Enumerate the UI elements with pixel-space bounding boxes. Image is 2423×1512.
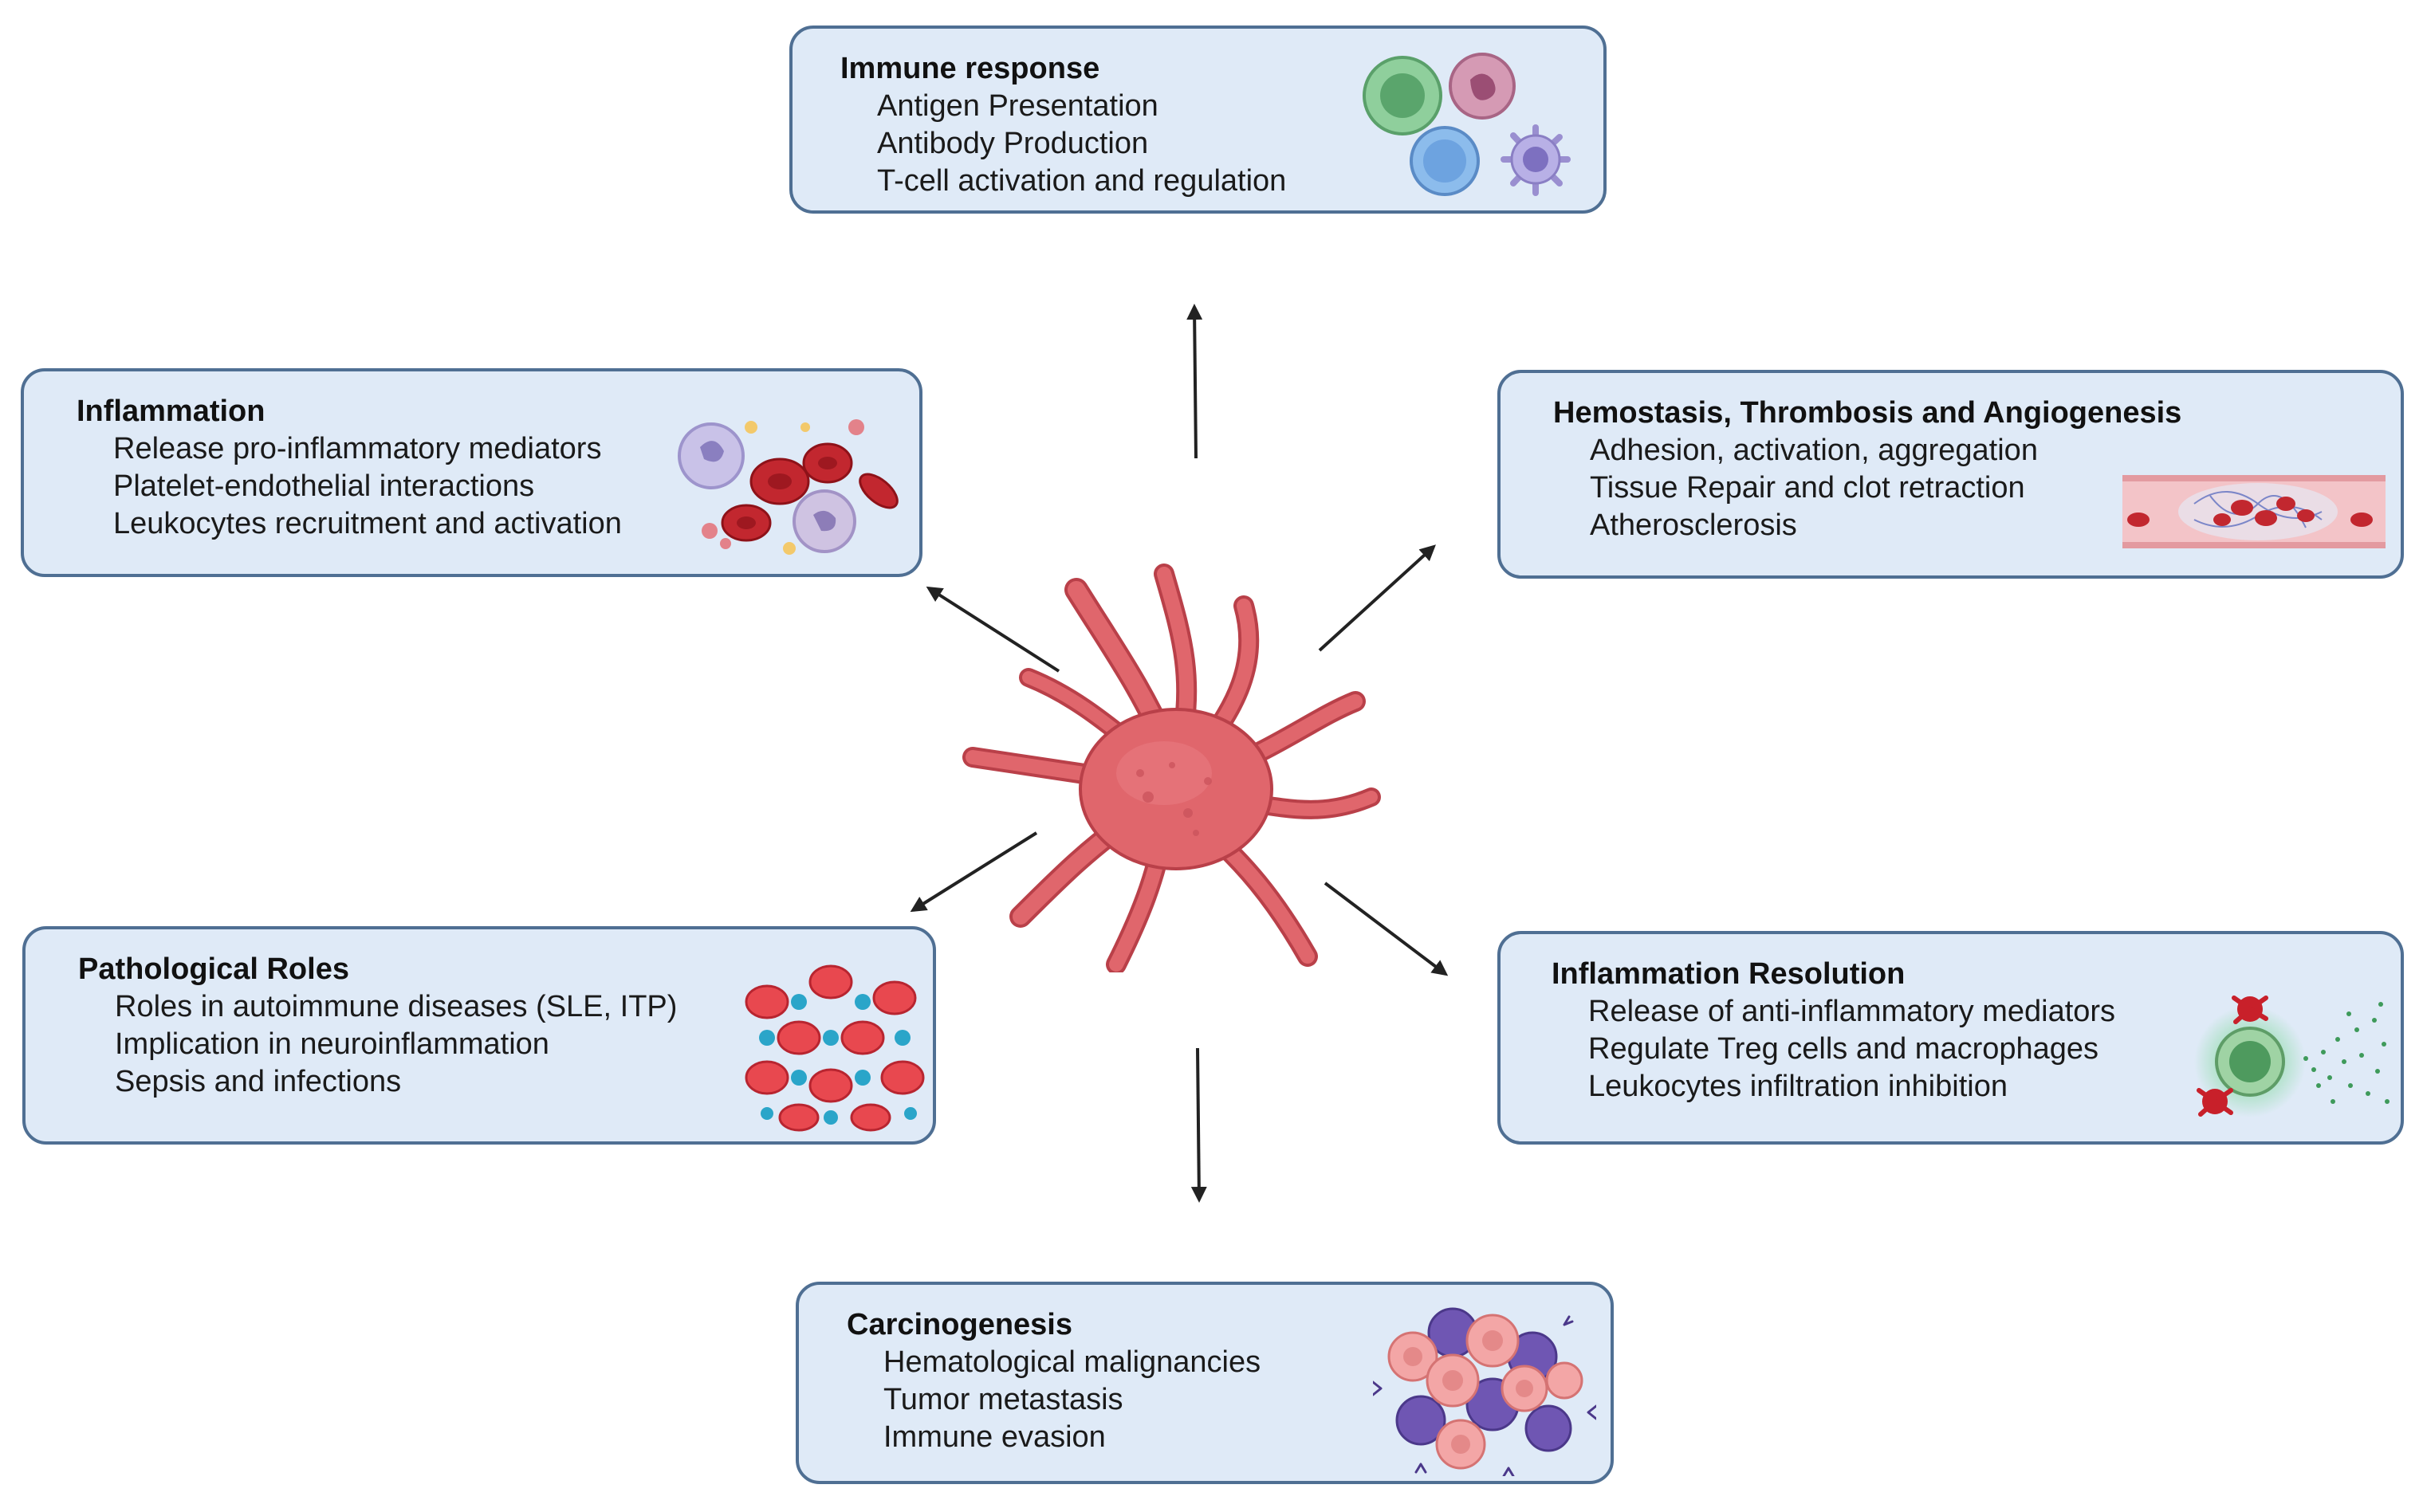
inflammation-resolution-box: Inflammation Resolution Release of anti-… — [1497, 931, 2404, 1145]
immune-cells-icon — [1363, 53, 1571, 196]
box-item: Sepsis and infections — [115, 1065, 402, 1098]
box-title: Carcinogenesis — [847, 1308, 1072, 1341]
box-item: Leukocytes recruitment and activation — [113, 507, 622, 540]
pathological-roles-box: Pathological Roles Roles in autoimmune d… — [22, 926, 936, 1145]
box-title: Inflammation Resolution — [1552, 957, 1906, 991]
arrow-down — [1190, 1047, 1207, 1203]
arrow-lower-left — [910, 831, 1038, 913]
box-item: Antigen Presentation — [877, 89, 1158, 123]
activated-platelet-icon — [962, 564, 1381, 972]
box-item: Hematological malignancies — [883, 1345, 1261, 1379]
inflammation-box: Inflammation Release pro-inflammatory me… — [21, 368, 922, 577]
box-item: Roles in autoimmune diseases (SLE, ITP) — [115, 990, 678, 1023]
box-title: Hemostasis, Thrombosis and Angiogenesis — [1553, 396, 2182, 430]
box-title: Immune response — [840, 52, 1100, 85]
arrow-upper-left — [926, 586, 1060, 673]
box-item: Tissue Repair and clot retraction — [1590, 471, 2025, 505]
box-item: Tumor metastasis — [883, 1383, 1123, 1416]
platelet-aggregate-icon — [745, 964, 925, 1132]
arrow-lower-right — [1324, 882, 1449, 976]
arrow-up — [1186, 304, 1203, 459]
box-item: Antibody Production — [877, 127, 1149, 160]
box-item: Regulate Treg cells and macrophages — [1588, 1032, 2099, 1066]
box-item: T-cell activation and regulation — [877, 164, 1287, 198]
box-title: Inflammation — [77, 395, 266, 428]
tumor-cluster-icon — [1373, 1307, 1596, 1476]
box-item: Implication in neuroinflammation — [115, 1027, 549, 1061]
hemostasis-box: Hemostasis, Thrombosis and Angiogenesis … — [1497, 370, 2404, 579]
box-item: Release of anti-inflammatory mediators — [1588, 995, 2116, 1028]
mediator-release-icon — [2194, 996, 2390, 1117]
immune-response-box: Immune response Antigen Presentation Ant… — [789, 26, 1607, 214]
carcinogenesis-box: Carcinogenesis Hematological malignancie… — [796, 1282, 1614, 1484]
box-title: Pathological Roles — [78, 952, 349, 986]
inflammation-cells-icon — [678, 419, 899, 555]
box-item: Release pro-inflammatory mediators — [113, 432, 602, 465]
box-item: Atherosclerosis — [1590, 509, 1797, 542]
blood-vessel-clot-icon — [2122, 475, 2386, 548]
box-item: Leukocytes infiltration inhibition — [1588, 1070, 2008, 1103]
box-item: Adhesion, activation, aggregation — [1590, 434, 2038, 467]
box-item: Immune evasion — [883, 1420, 1106, 1454]
box-item: Platelet-endothelial interactions — [113, 469, 535, 503]
arrow-upper-right — [1318, 544, 1436, 652]
